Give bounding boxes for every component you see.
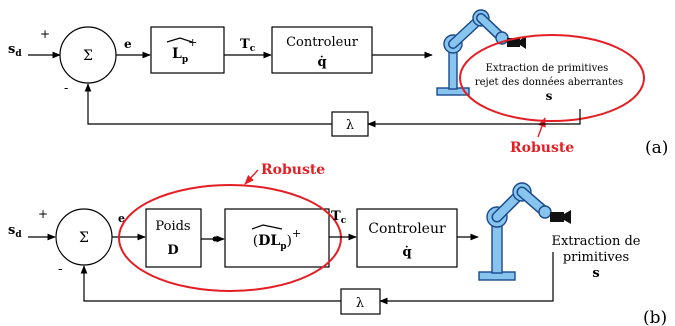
- robot-column-a: [448, 47, 458, 90]
- feedback-in-a: [367, 109, 581, 128]
- camera-lens-b: [564, 210, 571, 224]
- extraction-label-a: Extraction de primitives: [486, 63, 609, 74]
- panel-label-a: (a): [645, 138, 668, 158]
- camera-body-b: [550, 212, 564, 222]
- robot-arm-a: [436, 9, 526, 96]
- lambda-box-a: [331, 111, 369, 137]
- controller-qdot-a: q̇: [317, 55, 326, 70]
- robust-ellipse-a: [459, 34, 645, 122]
- robust-arrow-b: [244, 169, 259, 185]
- panel-label-b: (b): [643, 308, 667, 326]
- features-s-a: s: [546, 89, 553, 103]
- weight-label-b: Poids: [155, 219, 190, 234]
- feedback-out-b: [80, 265, 341, 302]
- feedback-in-b: [379, 252, 554, 305]
- controller-box-b: [356, 208, 458, 268]
- diagram-b: Robuste sd + - Σ e Poids D (DLp)+ Tc Con…: [8, 162, 667, 326]
- diagram-a: sd + - Σ e Lp+ Tc Controleur q̇: [8, 9, 668, 158]
- input-sd-a: sd: [8, 42, 22, 59]
- robot-wrist-b: [538, 205, 552, 219]
- robot-column-b: [491, 221, 503, 274]
- controller-qdot-b: q̇: [402, 245, 411, 260]
- tc-label-b: Tc: [331, 209, 347, 226]
- lambda-label-b: λ: [356, 296, 364, 311]
- weight-d-label-b: D: [167, 243, 178, 258]
- dl-inverse-box-b: [224, 208, 330, 268]
- tc-label-a: Tc: [240, 37, 256, 54]
- robot-arm-b: [478, 182, 571, 281]
- plus-sign-b: +: [38, 207, 48, 221]
- dl-hat-b: [251, 224, 283, 230]
- controller-label-a: Controleur: [286, 35, 359, 50]
- error-label-a: e: [124, 37, 132, 51]
- controller-label-b: Controleur: [368, 221, 446, 237]
- plus-sign-a: +: [40, 27, 50, 41]
- lp-inverse-box-a: [150, 26, 225, 74]
- lambda-label-a: λ: [346, 118, 354, 133]
- controller-box-a: [271, 26, 373, 74]
- weight-box-b: [145, 208, 202, 268]
- input-sd-b: sd: [8, 223, 22, 240]
- robust-label-a: Robuste: [510, 140, 574, 156]
- dl-inverse-label-b: (DLp)+: [253, 227, 301, 252]
- camera-body-a: [507, 38, 520, 47]
- robust-label-b: Robuste: [261, 162, 325, 178]
- lp-hat-a: [166, 37, 193, 43]
- feedback-out-a: [84, 83, 332, 125]
- primitives-label-b: primitives: [563, 250, 629, 265]
- weight-junction-b: [212, 236, 218, 242]
- outlier-rejection-label-a: rejet des données aberrantes: [475, 77, 623, 88]
- sigma-symbol-b: Σ: [79, 230, 89, 246]
- lp-inverse-label-a: Lp+: [172, 36, 197, 65]
- minus-sign-b: -: [58, 262, 62, 277]
- robust-arrow-a: [537, 117, 546, 138]
- sigma-symbol-a: Σ: [83, 48, 93, 64]
- error-label-b: e: [118, 212, 125, 225]
- lambda-box-b: [340, 288, 381, 315]
- robust-ellipse-b: [118, 184, 342, 292]
- extraction-label-b: Extraction de: [551, 234, 640, 249]
- camera-lens-a: [520, 36, 526, 49]
- minus-sign-a: -: [64, 81, 68, 96]
- features-s-b: s: [592, 266, 599, 281]
